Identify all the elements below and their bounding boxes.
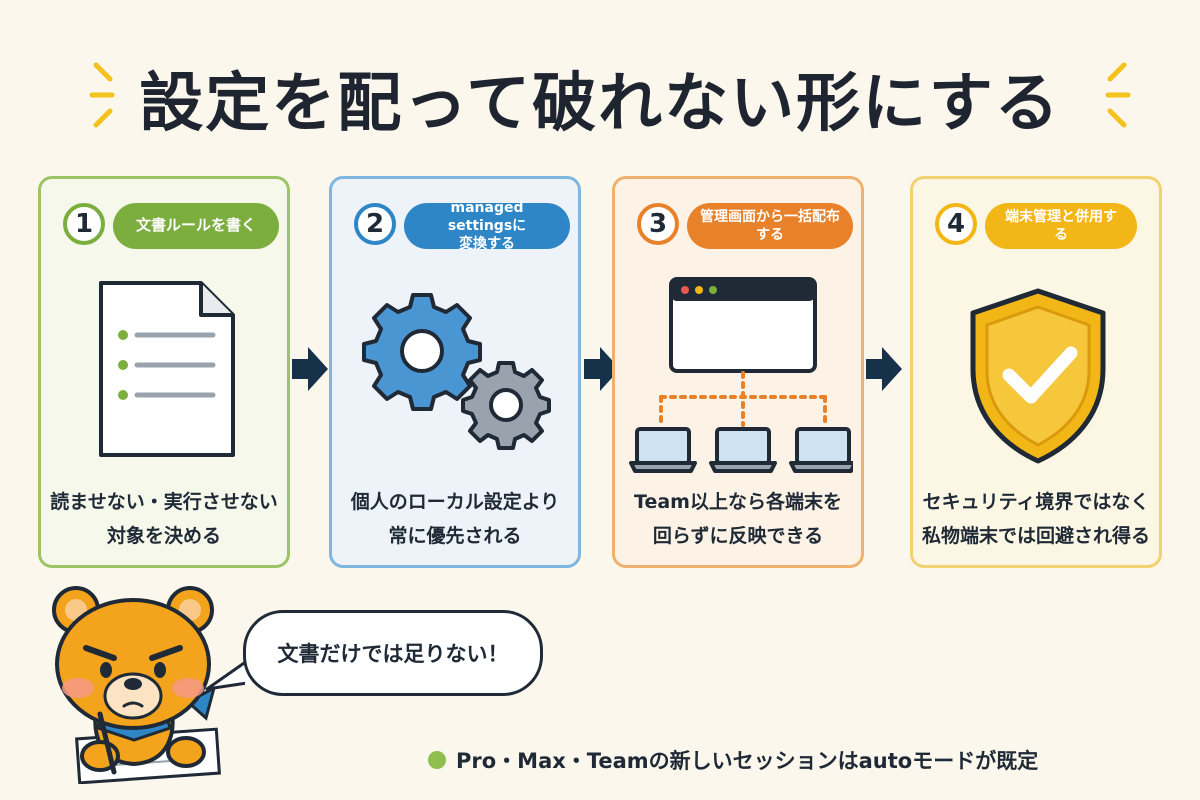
arrow-right-icon [866, 347, 902, 391]
step-label: managed settingsに 変換する [404, 200, 570, 252]
step-card-1: 1 文書ルールを書く 読ませない・実行させない 対象を決める [38, 176, 290, 568]
step-card-2: 2 managed settingsに 変換する 個人のローカル設定より 常に優… [329, 176, 581, 568]
arrow-right-icon [292, 347, 328, 391]
bear-mascot-icon [52, 586, 221, 784]
document-icon [99, 281, 235, 457]
shield-check-icon [970, 288, 1106, 464]
speech-bubble: 文書だけでは足りない！ [243, 610, 543, 696]
step-number: 2 [354, 203, 396, 245]
footnote: Pro・Max・Teamの新しいセッションはautoモードが既定 [428, 745, 1038, 775]
bullet-dot-icon [428, 751, 446, 769]
step-description: セキュリティ境界ではなく 私物端末では回避され得る [921, 491, 1150, 547]
step-label: 文書ルールを書く [113, 203, 279, 249]
gears-icon [362, 293, 551, 450]
arrow-right-icon [584, 347, 620, 391]
page-title: 設定を配って破れない形にする [139, 67, 1061, 141]
step-description: 読ませない・実行させない 対象を決める [50, 491, 278, 547]
step-label: 管理画面から一括配布する [687, 203, 853, 249]
step-description: Team以上なら各端末を 回らずに反映できる [634, 491, 842, 547]
step-number: 4 [935, 203, 977, 245]
step-card-3: 3 管理画面から一括配布する Team以上なら各端末を 回らずに反映できる [612, 176, 864, 568]
sparkle-right-icon [1105, 62, 1131, 128]
footnote-text: Pro・Max・Teamの新しいセッションはautoモードが既定 [456, 749, 1039, 773]
step-number: 1 [63, 203, 105, 245]
step-number: 3 [637, 203, 679, 245]
network-icon [629, 277, 853, 473]
step-label: 端末管理と併用する [985, 203, 1137, 249]
step-description: 個人のローカル設定より 常に優先される [350, 491, 560, 547]
sparkle-left-icon [89, 62, 115, 128]
step-card-4: 4 端末管理と併用する セキュリティ境界ではなく 私物端末では回避され得る [910, 176, 1162, 568]
